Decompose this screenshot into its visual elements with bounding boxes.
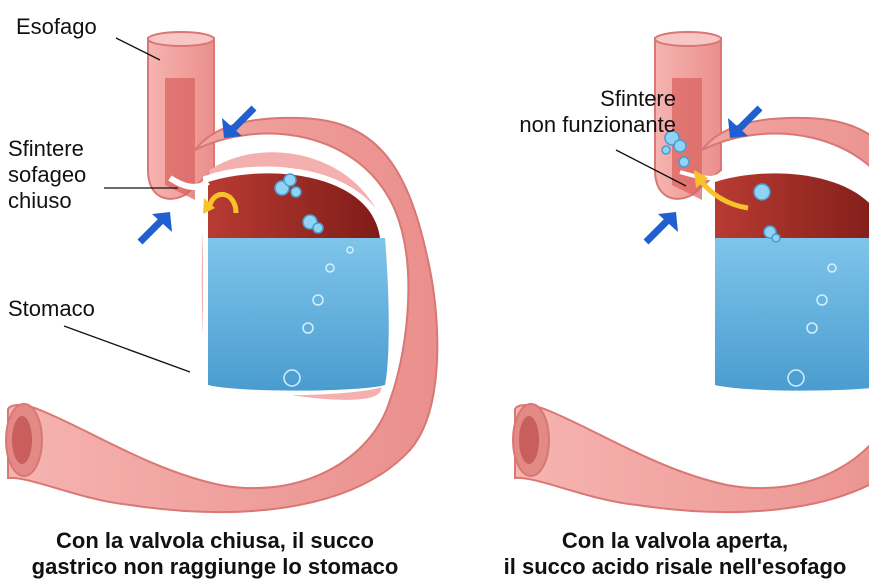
label-stomaco: Stomaco [8, 296, 95, 322]
right-gastric-juice [715, 238, 869, 391]
caption-right: Con la valvola aperta, il succo acido ri… [455, 528, 869, 580]
label-sfintere-chiuso: Sfintere sofageo chiuso [8, 136, 86, 214]
right-esophagus-opening [655, 32, 721, 46]
label-sfintere-non-funzionante: Sfintere non funzionante [446, 86, 676, 138]
label-esofago: Esofago [16, 14, 97, 40]
left-stomach [6, 32, 437, 512]
left-gastric-juice [208, 238, 389, 391]
left-esophagus-opening [148, 32, 214, 46]
caption-left: Con la valvola chiusa, il succo gastrico… [0, 528, 430, 580]
